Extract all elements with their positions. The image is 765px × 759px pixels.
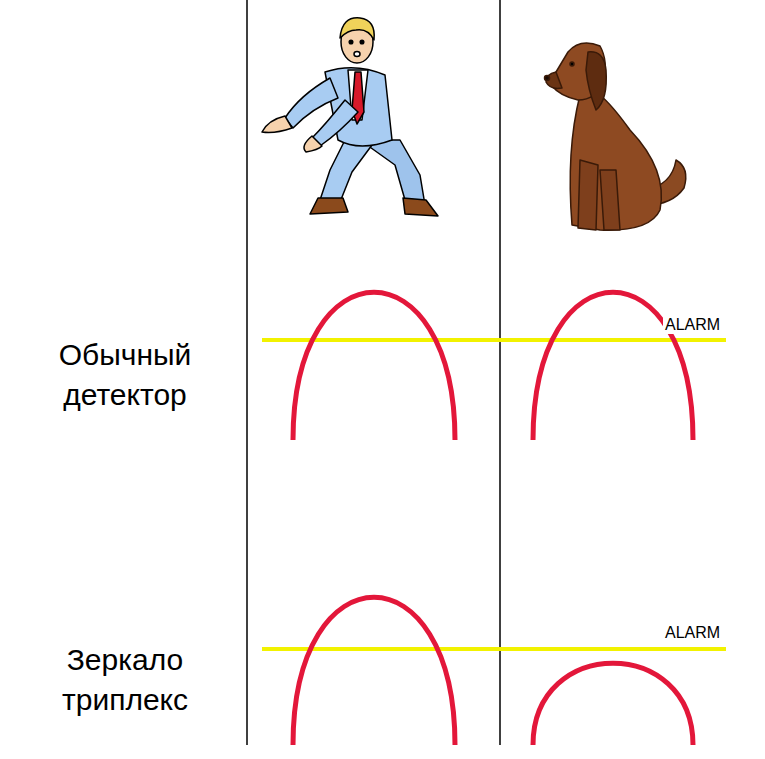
row-label: Обычный детектор — [40, 335, 210, 415]
dog-figure — [545, 43, 686, 230]
man-figure — [262, 18, 438, 216]
column-divider — [246, 0, 248, 745]
signal-curve — [293, 597, 455, 745]
alarm-threshold — [262, 647, 726, 651]
column-divider — [499, 0, 501, 745]
row-label: Зеркало триплекс — [40, 640, 210, 720]
signal-curve — [533, 292, 693, 440]
alarm-label: ALARM — [663, 316, 722, 334]
signal-curve — [533, 663, 693, 745]
alarm-label: ALARM — [663, 624, 722, 642]
signal-curve — [293, 292, 455, 440]
alarm-threshold — [262, 338, 726, 342]
